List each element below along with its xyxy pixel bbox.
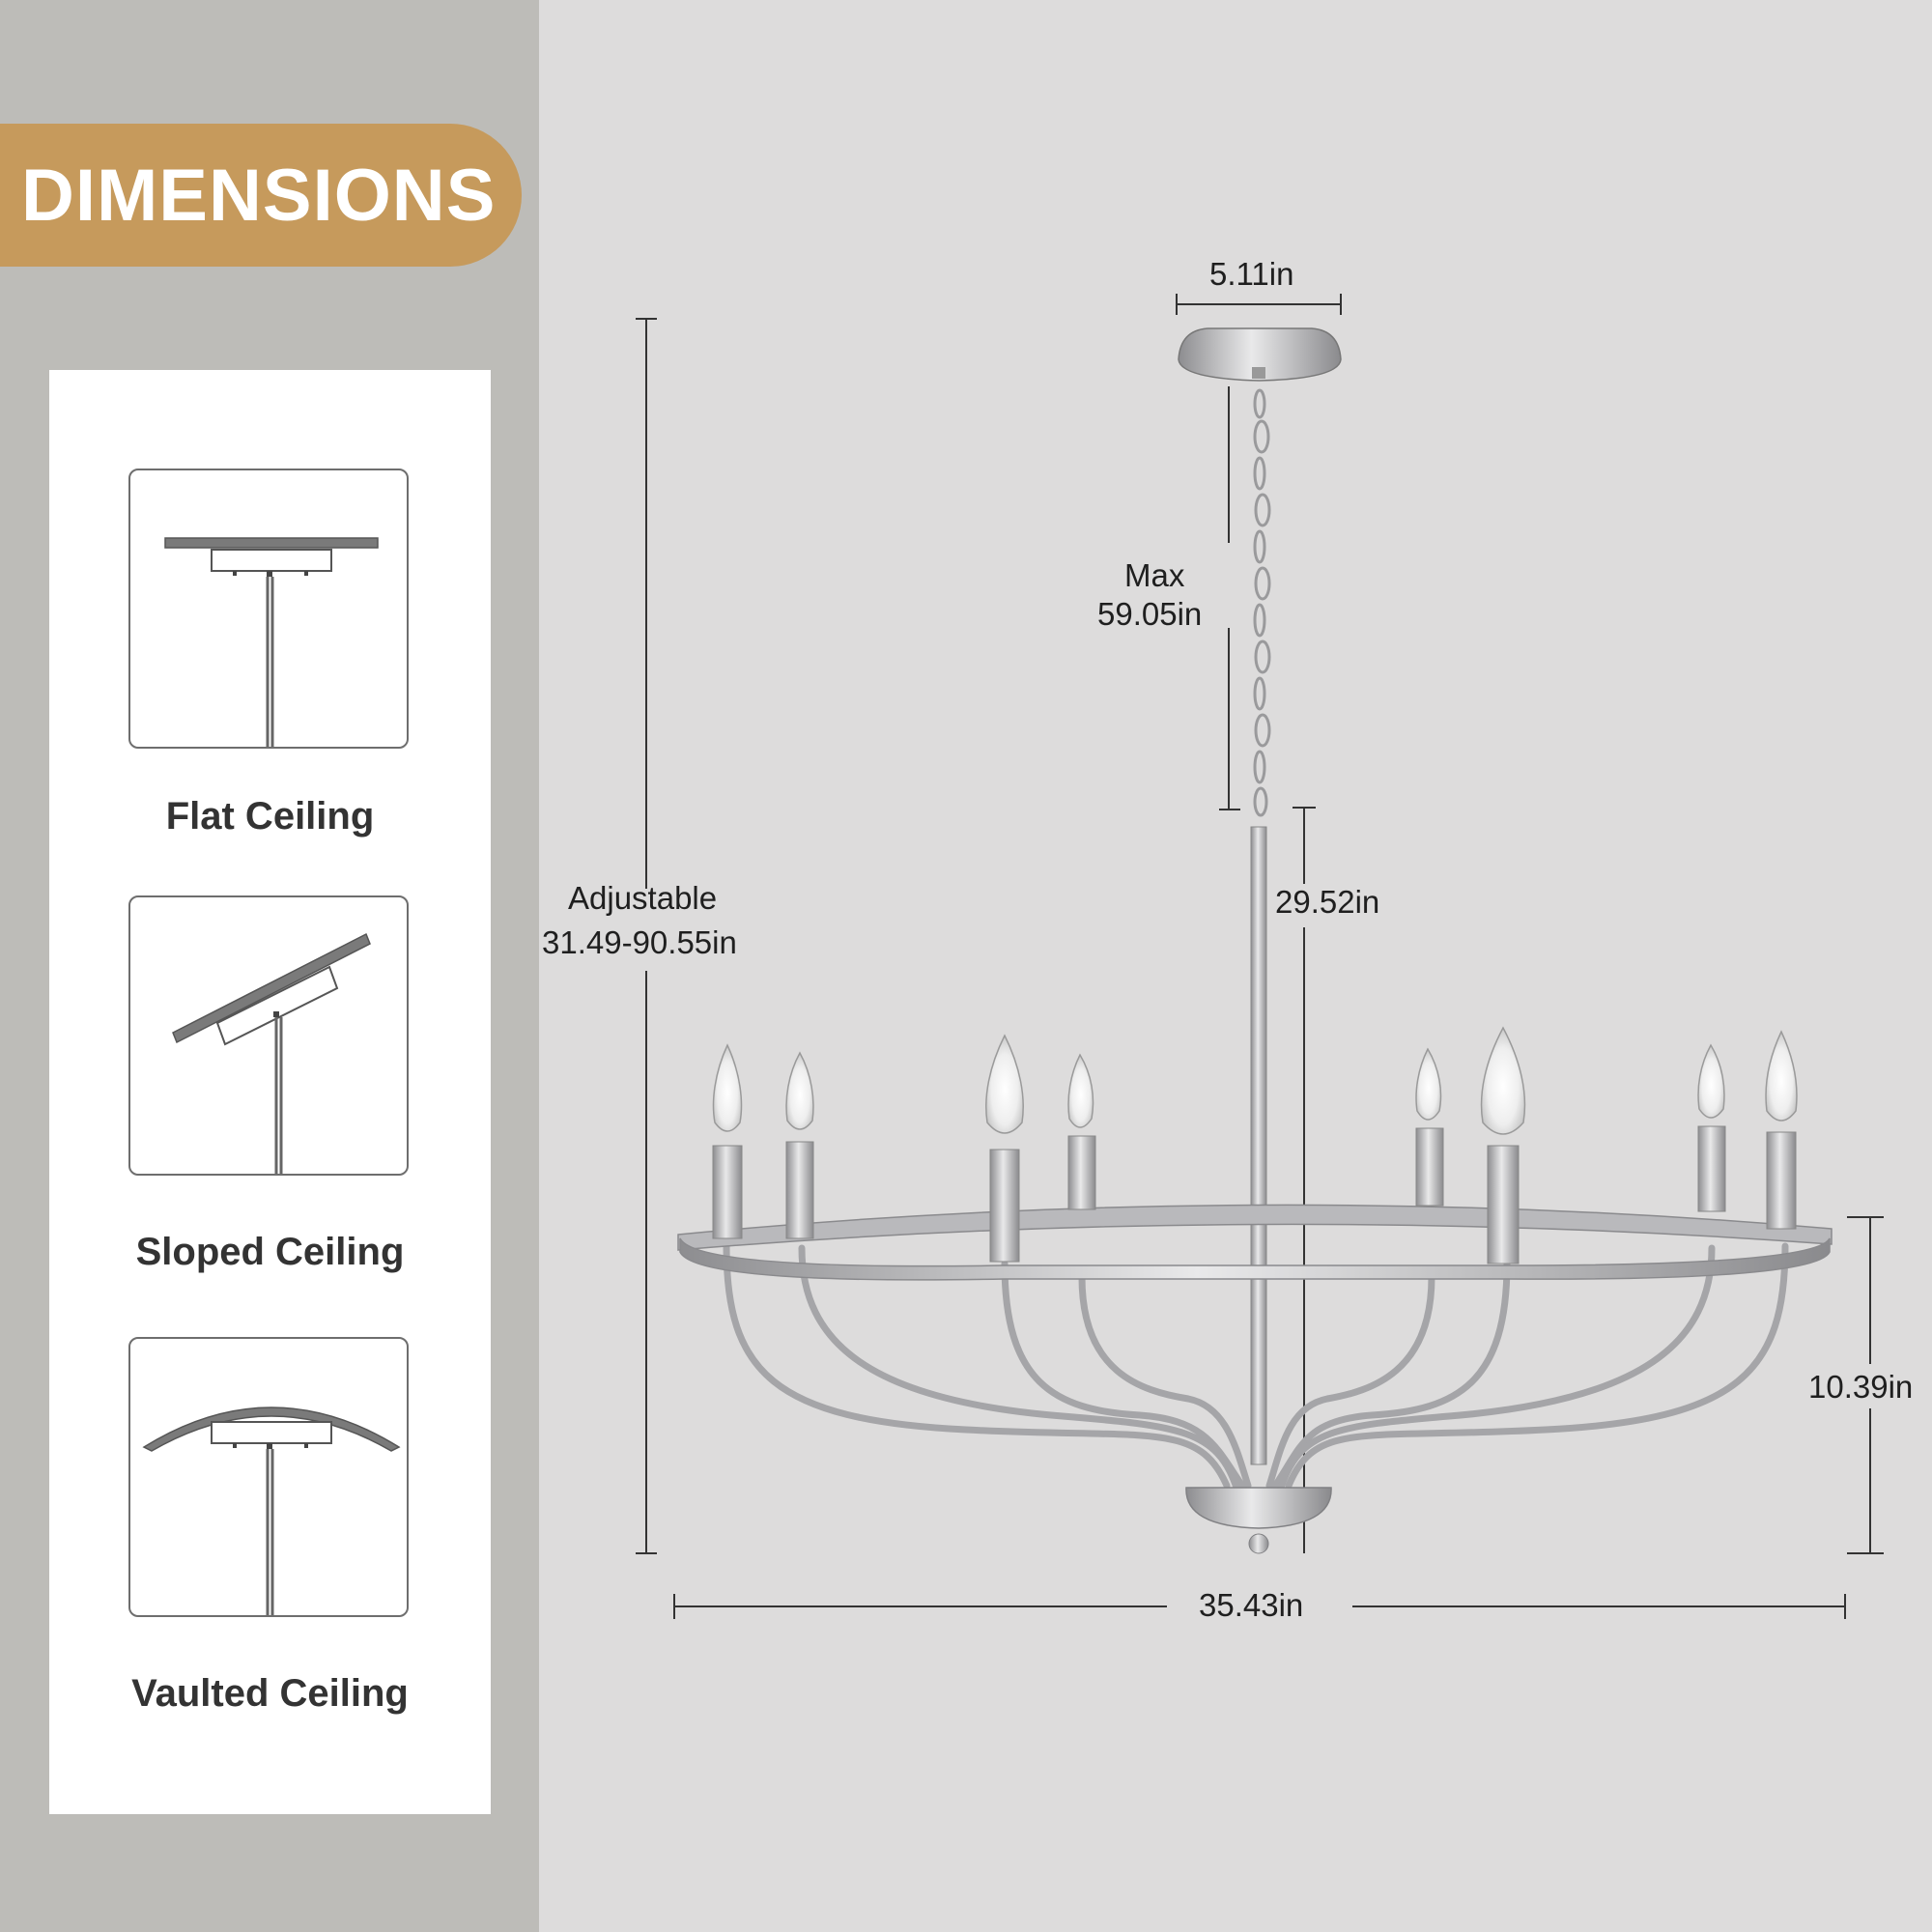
bulb-6: [1480, 1026, 1526, 1264]
adjustable-label-line2: 31.49-90.55in: [542, 924, 737, 960]
chain-max-label-line2: 59.05in: [1097, 596, 1203, 632]
chain: [1253, 388, 1271, 817]
product-image-area: [539, 0, 1932, 1932]
vaulted-ceiling-icon: [128, 1337, 409, 1617]
ceiling-label-flat: Flat Ceiling: [165, 795, 375, 838]
bottom-bowl: [1185, 1487, 1332, 1554]
canopy-width-label: 5.11in: [1209, 256, 1294, 292]
bulb-2: [785, 1051, 814, 1239]
bulb-3: [985, 1034, 1024, 1263]
chandelier-ring: [677, 1204, 1833, 1281]
rod-length-label: 29.52in: [1275, 884, 1380, 920]
flat-ceiling-icon: [128, 469, 409, 749]
banner-title: DIMENSIONS: [21, 155, 497, 237]
total-width-label: 35.43in: [1199, 1587, 1304, 1623]
sloped-ceiling-icon: [128, 895, 409, 1176]
canopy: [1178, 327, 1342, 382]
bulb-1: [712, 1043, 743, 1239]
candle-bulbs: [712, 1026, 1798, 1264]
bulb-5: [1415, 1047, 1444, 1207]
ceiling-types-card: Flat Ceiling Sloped Ceiling Vaulted Ceil…: [49, 370, 491, 1814]
ceiling-label-vaulted: Vaulted Ceiling: [131, 1672, 409, 1715]
down-rod: [1250, 826, 1267, 1465]
chandelier-arms: [723, 1242, 1789, 1492]
adjustable-label-line1: Adjustable: [568, 880, 718, 916]
dimensions-banner: DIMENSIONS: [0, 124, 522, 267]
body-height-label: 10.39in: [1808, 1369, 1914, 1405]
bulb-8: [1765, 1030, 1798, 1230]
chain-max-label-line1: Max: [1124, 557, 1185, 593]
bulb-4: [1067, 1053, 1096, 1210]
ceiling-label-sloped: Sloped Ceiling: [135, 1231, 405, 1273]
dimension-lines: [636, 294, 1884, 1619]
bulb-7: [1697, 1043, 1726, 1212]
